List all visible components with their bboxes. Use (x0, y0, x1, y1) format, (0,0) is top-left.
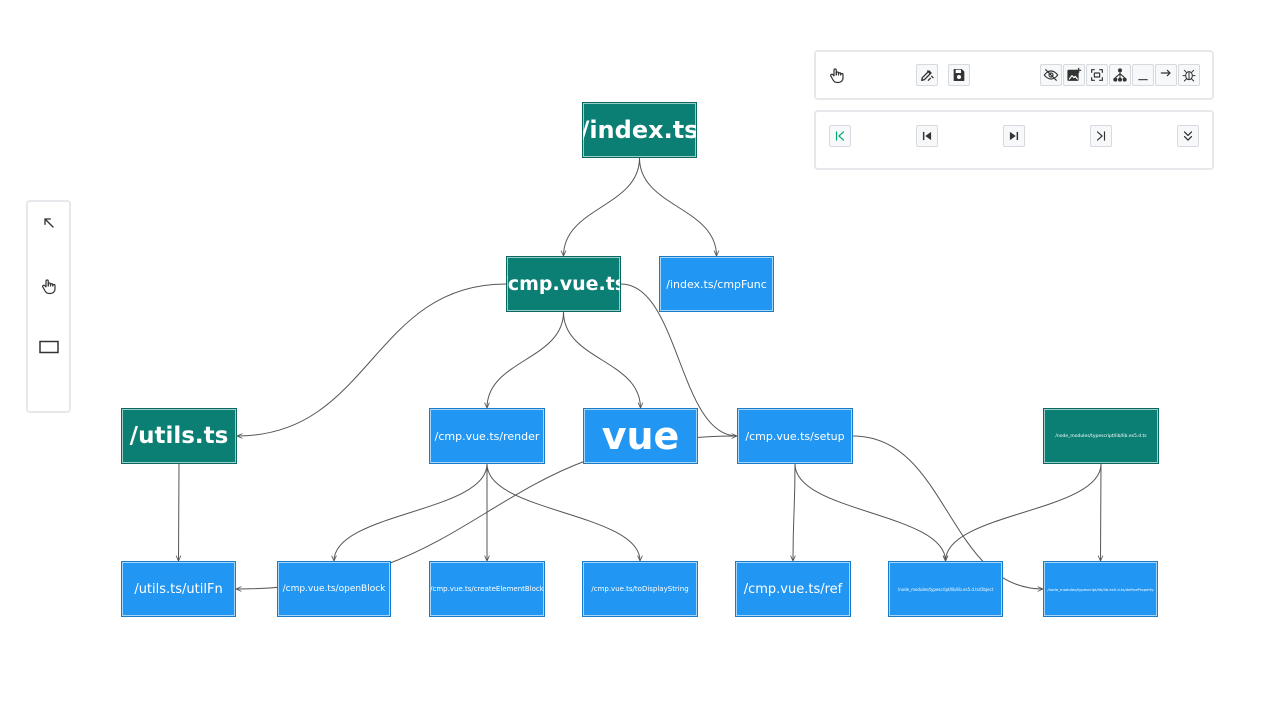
node-label: vue (601, 414, 680, 458)
node-label: /utils.ts/utilFn (134, 581, 223, 597)
node-label: /cmp.vue.ts/toDisplayString (591, 585, 689, 593)
node-label: /index.ts/cmpFunc (666, 277, 767, 291)
node-cmp[interactable]: /cmp.vue.ts (506, 256, 621, 312)
edge-tslib-to-object (946, 463, 1102, 561)
edge-cmp-to-vue (563, 311, 641, 408)
edge-setup-to-object (794, 463, 946, 561)
fit-view-icon[interactable] (1086, 64, 1108, 86)
node-toDisplayString[interactable]: /cmp.vue.ts/toDisplayString (582, 561, 698, 617)
toolbar-panel (814, 50, 1214, 100)
arrow-right-icon[interactable] (1155, 64, 1177, 86)
left-tool-panel (26, 200, 71, 413)
first-step-icon[interactable] (829, 125, 851, 147)
hide-icon[interactable] (1040, 64, 1062, 86)
node-label: /node_modules/typescript/lib/lib.es5.d.t… (1055, 433, 1147, 439)
node-label: /node_modules/typescript/lib/lib.es5.d.t… (1047, 586, 1154, 592)
node-utils[interactable]: /utils.ts (121, 408, 237, 464)
expand-all-icon[interactable] (1177, 125, 1199, 147)
node-openBlock[interactable]: /cmp.vue.ts/openBlock (277, 561, 391, 617)
last-step-icon[interactable] (1090, 125, 1112, 147)
rectangle-icon[interactable] (38, 336, 60, 358)
node-ref[interactable]: /cmp.vue.ts/ref (735, 561, 851, 617)
node-setup[interactable]: /cmp.vue.ts/setup (737, 408, 853, 464)
pointer-icon[interactable] (38, 212, 60, 234)
debug-icon[interactable] (1178, 64, 1200, 86)
tree-layout-icon[interactable] (1109, 64, 1131, 86)
next-step-icon[interactable] (1003, 125, 1025, 147)
save-icon[interactable] (948, 64, 970, 86)
add-image-icon[interactable] (1063, 64, 1085, 86)
node-defineProperty[interactable]: /node_modules/typescript/lib/lib.es5.d.t… (1043, 561, 1158, 617)
edge-cmp-to-render (487, 311, 564, 408)
edge-cmp-to-utils (237, 283, 507, 436)
edge-setup-to-ref (793, 463, 795, 561)
node-utilFn[interactable]: /utils.ts/utilFn (121, 561, 236, 617)
node-cmpFunc[interactable]: /index.ts/cmpFunc (659, 256, 774, 312)
node-label: /cmp.vue.ts/render (434, 429, 540, 443)
node-label: /cmp.vue.ts/ref (743, 581, 843, 597)
hand-icon[interactable] (826, 64, 848, 86)
edge-tslib-to-defineProperty (1101, 463, 1102, 561)
edge-render-to-toDisplayString (486, 463, 640, 561)
node-tslib[interactable]: /node_modules/typescript/lib/lib.es5.d.t… (1043, 408, 1159, 464)
edge-index-to-cmpFunc (639, 157, 717, 256)
step-control-panel (814, 110, 1214, 170)
node-label: /cmp.vue.ts (506, 273, 621, 295)
edge-utils-to-utilFn (179, 463, 180, 561)
edge-cmp-to-setup (620, 283, 737, 436)
previous-step-icon[interactable] (916, 125, 938, 147)
edge-setup-to-defineProperty (852, 435, 1043, 589)
edge-render-to-openBlock (334, 463, 488, 561)
node-label: /index.ts (582, 116, 697, 144)
node-label: /node_modules/typescript/lib/lib.es5.d.t… (897, 586, 994, 592)
hand-icon[interactable] (38, 275, 60, 297)
underscore-icon[interactable] (1132, 64, 1154, 86)
node-object[interactable]: /node_modules/typescript/lib/lib.es5.d.t… (888, 561, 1003, 617)
node-createElementBlock[interactable]: /cmp.vue.ts/createElementBlock (429, 561, 545, 617)
node-vue[interactable]: vue (583, 408, 698, 464)
node-label: /cmp.vue.ts/setup (745, 429, 845, 443)
edit-icon[interactable] (916, 64, 938, 86)
edge-index-to-cmp (564, 157, 640, 256)
node-label: /cmp.vue.ts/openBlock (282, 584, 386, 594)
node-render[interactable]: /cmp.vue.ts/render (429, 408, 545, 464)
node-label: /utils.ts (129, 423, 229, 449)
node-label: /cmp.vue.ts/createElementBlock (430, 585, 544, 593)
edge-layer (179, 157, 1102, 589)
node-index[interactable]: /index.ts (582, 102, 697, 158)
